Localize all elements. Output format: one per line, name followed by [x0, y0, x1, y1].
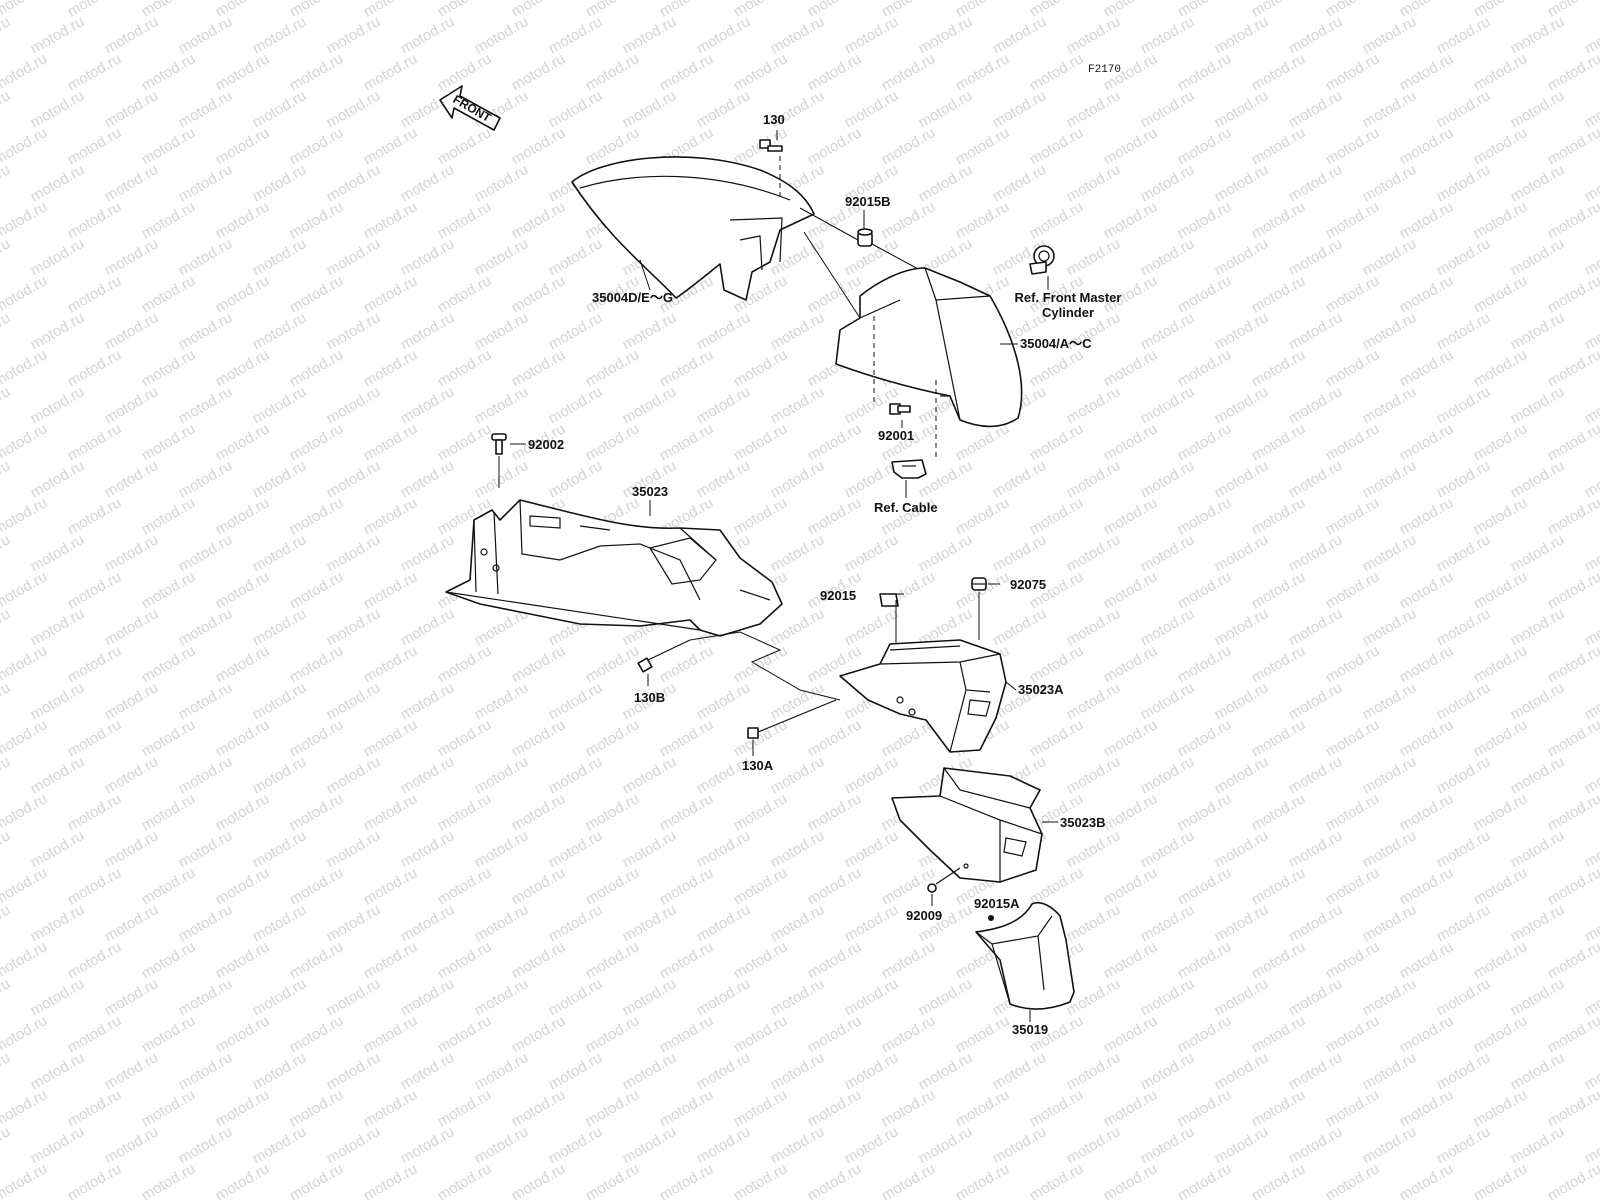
rear-fender-35023a [839, 639, 1007, 753]
brake-hose-clamp [1029, 245, 1055, 275]
label-130a: 130A [742, 758, 774, 773]
label-130: 130 [763, 112, 785, 127]
guide-130b [689, 631, 841, 701]
bolt-130 [759, 139, 783, 152]
front-fender-35004ac [835, 267, 1023, 428]
grommet-92075 [971, 577, 987, 591]
label-35023b: 35023B [1060, 815, 1106, 830]
screw-92009 [927, 867, 961, 893]
label-ref-front-master: Ref. Front Master [1014, 290, 1122, 305]
leader-92015b-line2 [871, 243, 921, 271]
inner-fender-35023 [445, 499, 783, 637]
bolt-130a [747, 699, 837, 739]
front-fender-35004deg [571, 156, 815, 301]
leader-35023a [1005, 681, 1017, 691]
rear-fender-35023b [891, 767, 1043, 883]
label-35019: 35019 [1012, 1022, 1049, 1037]
label-35023a: 35023A [1018, 682, 1064, 697]
guide-line-fender [803, 231, 861, 319]
cable-clip [891, 459, 927, 479]
label-92015a: 92015A [974, 896, 1020, 911]
bolt-92001 [889, 403, 911, 415]
mud-flap-35019 [975, 901, 1075, 1010]
label-35023: 35023 [632, 484, 669, 499]
leader-35004deg [639, 259, 651, 291]
figure-code: F2170 [1088, 64, 1122, 76]
leader-92015b-line [799, 207, 859, 241]
label-130b: 130B [634, 690, 666, 705]
nut-92015a [988, 915, 994, 921]
collar-92015b [857, 228, 873, 247]
nut-92015 [879, 593, 899, 607]
front-direction-arrow: FRONT [439, 85, 501, 131]
label-35004ac: 35004/A～C [1020, 336, 1092, 351]
label-92015b: 92015B [845, 194, 891, 209]
label-92075: 92075 [1010, 577, 1047, 592]
label-92001: 92001 [878, 428, 915, 443]
screw-92002 [491, 433, 507, 455]
label-92015: 92015 [820, 588, 857, 603]
label-35004deg: 35004D/E～G [592, 290, 673, 305]
label-ref-cable: Ref. Cable [874, 500, 938, 515]
label-92002: 92002 [528, 437, 565, 452]
label-ref-front-master-line2: Cylinder [1041, 305, 1094, 320]
bolt-130b [637, 639, 691, 673]
label-92009: 92009 [906, 908, 943, 923]
